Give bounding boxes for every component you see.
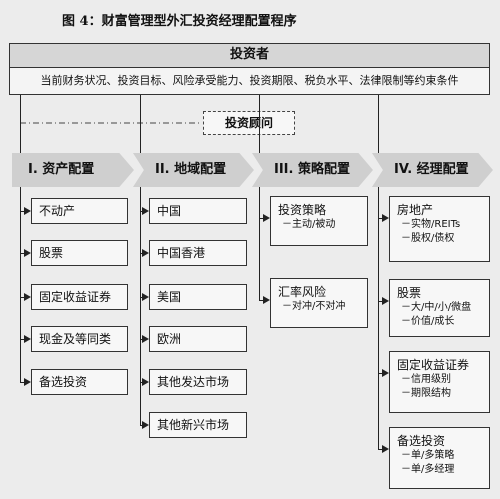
arrow-icon <box>24 293 31 301</box>
item-sublabel: －期限结构 <box>401 388 451 399</box>
arrow-icon <box>382 445 389 453</box>
item-box: 中国 <box>149 198 247 224</box>
item-box: 固定收益证券 <box>31 284 128 310</box>
arrow-icon <box>142 249 149 257</box>
item-label: 固定收益证券 <box>397 358 470 372</box>
item-label: 房地产 <box>397 203 434 217</box>
advisor-box: 投资顾问 <box>203 111 295 135</box>
arrow-icon <box>382 214 389 222</box>
item-label: 中国 <box>157 204 182 218</box>
column-header: II. 地域配置 <box>133 153 254 187</box>
item-box: 股票 －大/中/小/微盘 －价值/成长 <box>389 279 490 337</box>
arrow-icon <box>142 293 149 301</box>
item-box: 现金及等同类 <box>31 326 128 352</box>
branch-line <box>140 425 143 426</box>
item-sublabel: －股权/债权 <box>401 233 455 244</box>
branch-line <box>20 382 25 383</box>
branch-line <box>140 339 143 340</box>
arrow-icon <box>142 335 149 343</box>
item-sublabel: －对冲/不对冲 <box>282 301 346 312</box>
item-label: 中国香港 <box>157 246 206 260</box>
item-box: 备选投资 －单/多策略 －单/多经理 <box>389 427 490 489</box>
item-sublabel: －单/多经理 <box>401 464 455 475</box>
item-label: 备选投资 <box>397 434 446 448</box>
figure-title: 图 4：财富管理型外汇投资经理配置程序 <box>62 14 297 29</box>
column-connector <box>140 187 141 425</box>
branch-line <box>140 297 143 298</box>
item-label: 不动产 <box>39 204 76 218</box>
item-box: 其他发达市场 <box>149 369 247 395</box>
item-label: 欧洲 <box>157 332 182 346</box>
item-sublabel: －大/中/小/微盘 <box>401 302 472 313</box>
item-box: 备选投资 <box>31 369 128 395</box>
arrow-icon <box>24 207 31 215</box>
column-connector <box>259 187 260 300</box>
item-box: 汇率风险 －对冲/不对冲 <box>270 278 368 328</box>
arrow-icon <box>24 249 31 257</box>
item-box: 美国 <box>149 284 247 310</box>
item-label: 投资策略 <box>278 203 327 217</box>
branch-line <box>378 449 383 450</box>
item-label: 其他发达市场 <box>157 375 230 389</box>
arrow-icon <box>24 335 31 343</box>
branch-line <box>378 301 383 302</box>
item-sublabel: －信用级别 <box>401 374 451 385</box>
item-label: 现金及等同类 <box>39 332 112 346</box>
item-box: 投资策略 －主动/被动 <box>270 196 368 246</box>
arrow-icon <box>263 296 270 304</box>
column-header: I. 资产配置 <box>12 153 134 187</box>
item-label: 固定收益证券 <box>39 290 112 304</box>
investor-heading: 投资者 <box>9 43 490 67</box>
arrow-icon <box>263 214 270 222</box>
item-label: 股票 <box>397 286 422 300</box>
branch-line <box>140 211 143 212</box>
item-box: 其他新兴市场 <box>149 412 247 438</box>
arrow-icon <box>382 369 389 377</box>
item-sublabel: －主动/被动 <box>282 219 336 230</box>
drop-line <box>259 95 260 153</box>
branch-line <box>378 218 383 219</box>
item-label: 汇率风险 <box>278 285 327 299</box>
branch-line <box>378 373 383 374</box>
item-box: 中国香港 <box>149 240 247 266</box>
drop-line <box>378 95 379 153</box>
column-header: IV. 经理配置 <box>372 153 493 187</box>
arrow-icon <box>142 207 149 215</box>
drop-line <box>20 95 21 153</box>
item-box: 房地产 －实物/REITs －股权/债权 <box>389 196 490 262</box>
branch-line <box>259 218 264 219</box>
item-sublabel: －实物/REITs <box>401 219 461 230</box>
branch-line <box>140 253 143 254</box>
column-connector <box>20 187 21 382</box>
item-sublabel: －价值/成长 <box>401 316 455 327</box>
arrow-icon <box>142 421 149 429</box>
branch-line <box>20 253 25 254</box>
column-header: III. 策略配置 <box>252 153 373 187</box>
item-box: 不动产 <box>31 198 128 224</box>
branch-line <box>20 211 25 212</box>
branch-line <box>140 382 143 383</box>
column-connector <box>378 187 379 449</box>
item-label: 美国 <box>157 290 182 304</box>
branch-line <box>20 339 25 340</box>
investor-constraints: 当前财务状况、投资目标、风险承受能力、投资期限、税负水平、法律限制等约束条件 <box>9 67 490 95</box>
drop-line <box>140 95 141 153</box>
item-label: 股票 <box>39 246 64 260</box>
item-label: 其他新兴市场 <box>157 418 230 432</box>
item-label: 备选投资 <box>39 375 88 389</box>
branch-line <box>259 300 264 301</box>
branch-line <box>20 297 25 298</box>
item-box: 股票 <box>31 240 128 266</box>
arrow-icon <box>382 297 389 305</box>
item-sublabel: －单/多策略 <box>401 450 455 461</box>
item-box: 欧洲 <box>149 326 247 352</box>
arrow-icon <box>24 378 31 386</box>
arrow-icon <box>142 378 149 386</box>
item-box: 固定收益证券 －信用级别 －期限结构 <box>389 351 490 413</box>
